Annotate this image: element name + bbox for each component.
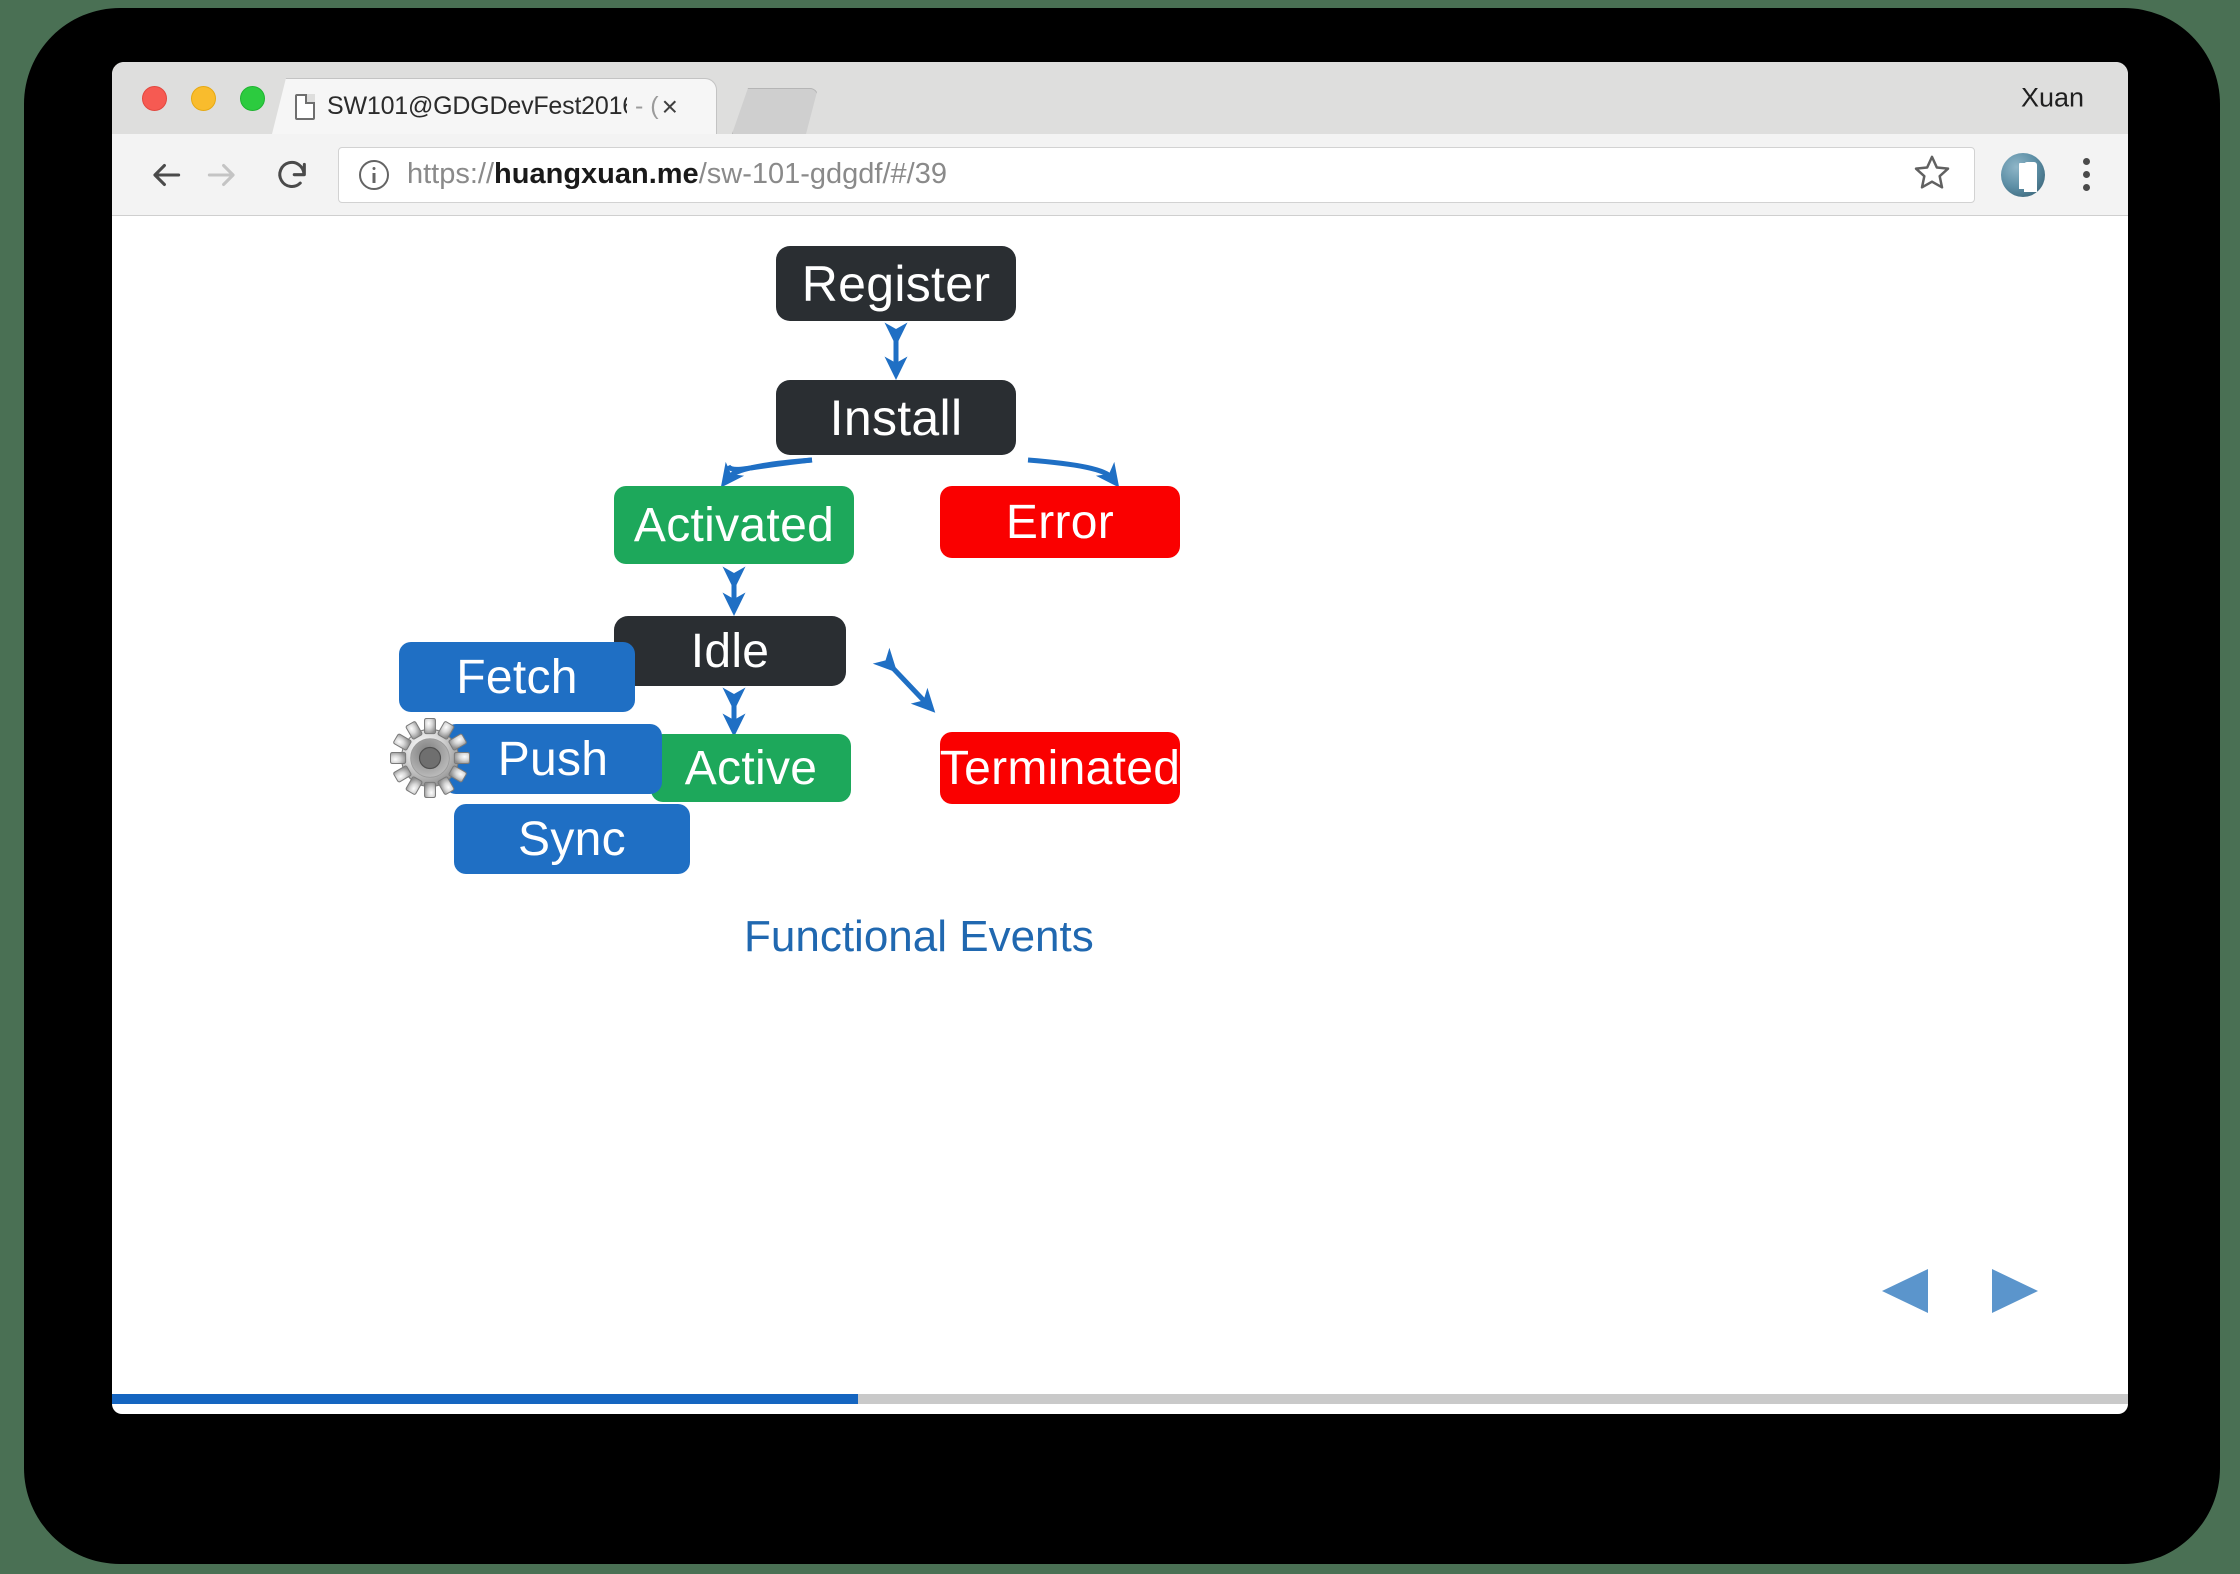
gear-icon — [390, 718, 470, 798]
slide-progress-fill — [112, 1394, 858, 1404]
address-bar[interactable]: https:// huangxuan.me /sw-101-gdgdf/#/39 — [338, 146, 1975, 203]
url-scheme: https:// — [407, 158, 495, 190]
node-terminated[interactable]: Terminated — [940, 732, 1180, 804]
bookmark-star-icon[interactable] — [1912, 152, 1952, 197]
tab-title-suffix: - ( — [635, 92, 659, 120]
browser-window: SW101@GDGDevFest2016 - ( × Xuan — [112, 62, 2128, 1414]
forward-button[interactable] — [194, 147, 250, 203]
forward-arrow-icon — [207, 163, 235, 186]
window-close-button[interactable] — [142, 86, 167, 111]
profile-name-label[interactable]: Xuan — [2020, 82, 2084, 113]
node-push[interactable]: Push — [444, 724, 662, 794]
arrow-install-activated — [720, 457, 813, 488]
arrow-install-error — [1027, 457, 1120, 488]
tab-title: SW101@GDGDevFest2016 — [327, 92, 627, 120]
browser-tab-inactive[interactable] — [732, 88, 818, 134]
node-register[interactable]: Register — [776, 246, 1016, 321]
overflow-menu-icon[interactable] — [2071, 152, 2102, 197]
slide-caption: Functional Events — [744, 912, 1094, 961]
reload-icon — [278, 160, 306, 188]
node-sync[interactable]: Sync — [454, 804, 690, 874]
browser-toolbar: https:// huangxuan.me /sw-101-gdgdf/#/39 — [112, 134, 2128, 216]
browser-tab-active[interactable]: SW101@GDGDevFest2016 - ( × — [272, 78, 717, 134]
slide-canvas: Register Install Activated Error Idle Ac… — [112, 216, 2128, 1404]
window-maximize-button[interactable] — [240, 86, 265, 111]
url-path: /sw-101-gdgdf/#/39 — [698, 158, 947, 190]
avatar-icon[interactable] — [2001, 152, 2045, 197]
arrow-active-terminated — [872, 647, 936, 713]
back-button[interactable] — [138, 147, 194, 203]
tab-strip: SW101@GDGDevFest2016 - ( × Xuan — [112, 62, 2128, 134]
node-activated[interactable]: Activated — [614, 486, 854, 564]
node-active[interactable]: Active — [651, 734, 851, 802]
node-fetch[interactable]: Fetch — [399, 642, 635, 712]
node-error[interactable]: Error — [940, 486, 1180, 558]
node-idle[interactable]: Idle — [614, 616, 846, 686]
reload-button[interactable] — [264, 147, 320, 203]
info-icon[interactable] — [359, 159, 389, 190]
url-host: huangxuan.me — [494, 158, 699, 190]
next-slide-button[interactable] — [1988, 1266, 2042, 1316]
slide-progress-track[interactable] — [112, 1394, 2128, 1404]
window-controls — [142, 86, 265, 111]
back-arrow-icon — [153, 163, 181, 186]
previous-slide-button[interactable] — [1878, 1266, 1932, 1316]
node-install[interactable]: Install — [776, 380, 1016, 455]
slide-navigation — [1878, 1266, 2042, 1316]
page-icon — [295, 94, 315, 120]
diagram-arrows — [720, 322, 1120, 738]
tab-close-icon[interactable]: × — [661, 90, 678, 122]
window-minimize-button[interactable] — [191, 86, 216, 111]
